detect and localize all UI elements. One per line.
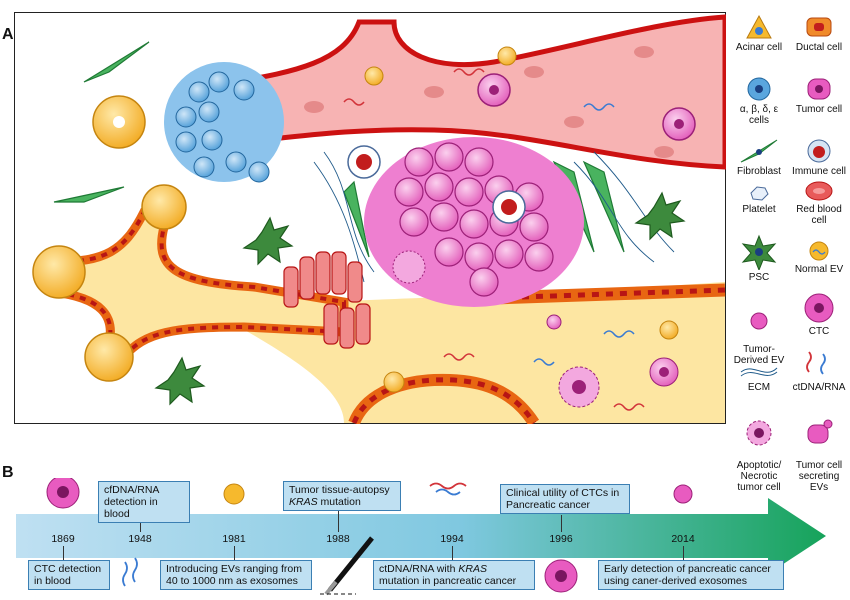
legend: Acinar cell Ductal cell α, β, δ, ε cells… xyxy=(730,14,848,493)
legend-item-platelet: Platelet xyxy=(730,184,788,215)
legend-item-tumor-ev: Tumor- Derived EV xyxy=(730,300,788,366)
legend-item-ctdna: ctDNA/RNA xyxy=(790,348,848,393)
ev-illustration-1981 xyxy=(223,483,245,505)
timeline-event-1994-gene: KRAS xyxy=(458,563,487,575)
timeline-event-1994-text-a: ctDNA/RNA with xyxy=(379,563,459,575)
scalpel-illustration-1988 xyxy=(320,536,374,596)
timeline-year-1994: 1994 xyxy=(440,533,464,545)
timeline-year-1988: 1988 xyxy=(326,533,350,545)
tumor-mass xyxy=(347,137,584,307)
psc-cells xyxy=(154,191,686,406)
timeline-event-1994-text-b: mutation in pancreatic cancer xyxy=(379,575,517,587)
timeline-tick xyxy=(683,546,684,560)
timeline-event-1988-gene: KRAS xyxy=(289,496,318,508)
legend-item-ecm: ECM xyxy=(730,360,788,393)
timeline-event-1988-text-a: Tumor tissue-autopsy xyxy=(289,484,390,496)
legend-item-secreting: Tumor cell secreting EVs xyxy=(790,408,848,493)
timeline-event-1994: ctDNA/RNA with KRAS mutation in pancreat… xyxy=(373,560,535,590)
apoptotic-cell-icon xyxy=(746,420,772,446)
tumor-derived-ev-icon xyxy=(750,312,768,330)
timeline-year-1981: 1981 xyxy=(222,533,246,545)
timeline-event-1996: Clinical utility of CTCs in Pancreatic c… xyxy=(500,484,630,514)
panel-b-label: B xyxy=(2,464,14,481)
islet-cell-icon xyxy=(747,77,771,101)
rna-illustration-1994 xyxy=(429,482,467,496)
immune-cell-icon xyxy=(807,139,831,163)
timeline-year-1948: 1948 xyxy=(128,533,152,545)
timeline-year-1996: 1996 xyxy=(549,533,573,545)
red-blood-cell-icon xyxy=(805,181,833,201)
legend-item-rbc: Red blood cell xyxy=(790,180,848,226)
legend-item-fibroblast: Fibroblast xyxy=(730,138,788,177)
timeline-event-1981: Introducing EVs ranging from 40 to 1000 … xyxy=(160,560,312,590)
platelet-icon xyxy=(750,186,769,201)
islet-cluster xyxy=(164,62,284,183)
blood-vessel xyxy=(231,14,726,170)
exosome-illustration-2014 xyxy=(673,484,693,504)
timeline-tick xyxy=(338,510,339,532)
ductal-cell-icon xyxy=(806,17,832,37)
timeline-tick xyxy=(63,546,64,560)
acinar-cell-icon xyxy=(746,14,772,39)
ctc-icon xyxy=(804,293,834,323)
legend-item-immune: Immune cell xyxy=(790,138,848,177)
timeline-event-1988: Tumor tissue-autopsy KRAS mutation xyxy=(283,481,401,511)
legend-item-acinar: Acinar cell xyxy=(730,14,788,53)
timeline-year-1869: 1869 xyxy=(51,533,75,545)
tumor-secreting-ev-icon xyxy=(807,419,833,444)
fibroblast-icon xyxy=(740,139,778,163)
timeline-year-2014: 2014 xyxy=(671,533,695,545)
rna-illustration-1948 xyxy=(122,557,138,587)
panel-a-label: A xyxy=(2,26,14,43)
legend-item-psc: PSC xyxy=(730,234,788,283)
timeline-event-2014: Early detection of pancreatic cancer usi… xyxy=(598,560,784,590)
timeline-arrow xyxy=(16,478,826,596)
timeline-event-1869: CTC detection in blood xyxy=(28,560,110,590)
ctdna-rna-icon xyxy=(806,351,826,375)
normal-ev-icon xyxy=(809,241,829,261)
timeline-tick xyxy=(452,546,453,560)
legend-item-normal-ev: Normal EV xyxy=(790,240,848,275)
ecm-icon xyxy=(740,367,778,377)
legend-item-islet: α, β, δ, ε cells xyxy=(730,76,788,126)
legend-item-apoptotic: Apoptotic/ Necrotic tumor cell xyxy=(730,408,788,493)
timeline-event-1988-text-b: mutation xyxy=(317,496,361,508)
legend-item-ductal: Ductal cell xyxy=(790,14,848,53)
timeline-tick xyxy=(234,546,235,560)
tumor-microenvironment-illustration xyxy=(14,12,726,424)
timeline-event-1948: cfDNA/RNA detection in blood xyxy=(98,481,190,523)
legend-item-ctc: CTC xyxy=(790,292,848,337)
timeline-tick xyxy=(561,515,562,532)
acinar-rosette xyxy=(32,95,187,382)
tumor-cell-icon xyxy=(807,78,831,100)
panin-lesion xyxy=(283,251,371,349)
legend-item-tumor: Tumor cell xyxy=(790,76,848,115)
psc-icon xyxy=(741,234,777,270)
ctc-illustration-1869 xyxy=(46,478,80,509)
ctc-illustration-1996 xyxy=(544,559,578,593)
ecm-fibers xyxy=(313,151,675,283)
